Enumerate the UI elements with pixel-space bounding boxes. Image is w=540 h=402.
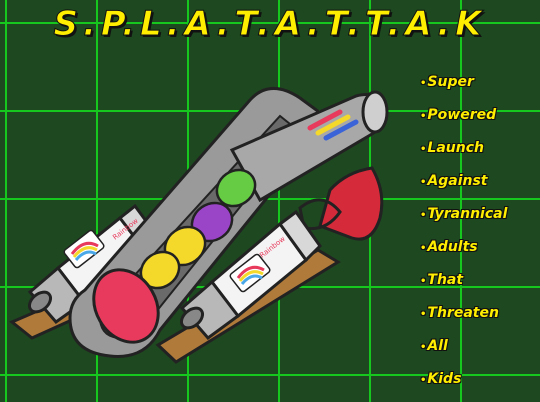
acronym-word: That	[420, 270, 540, 303]
acronym-list: Super Powered Launch Against Tyrannical …	[420, 72, 540, 402]
acronym-word: All	[420, 336, 540, 369]
acronym-word: Adults	[420, 237, 540, 270]
right-spray-can: Rainbow	[179, 209, 322, 341]
trigger-grip	[298, 166, 384, 241]
acronym-word: Against	[420, 171, 540, 204]
balloons	[92, 168, 257, 344]
acronym-word: Super	[420, 72, 540, 105]
blaster-illustration: Rainbow Rainbow	[9, 87, 389, 364]
acronym-word: Launch	[420, 138, 540, 171]
title-text: S.P.L.A.T.A.T.T.A.K	[53, 4, 487, 45]
balloon-green	[215, 168, 257, 208]
acronym-word: Kids	[420, 369, 540, 402]
acronym-word: Threaten	[420, 303, 540, 336]
acronym-word: Powered	[420, 105, 540, 138]
balloon-red	[92, 268, 160, 344]
acronym-word: Tyrannical	[420, 204, 540, 237]
